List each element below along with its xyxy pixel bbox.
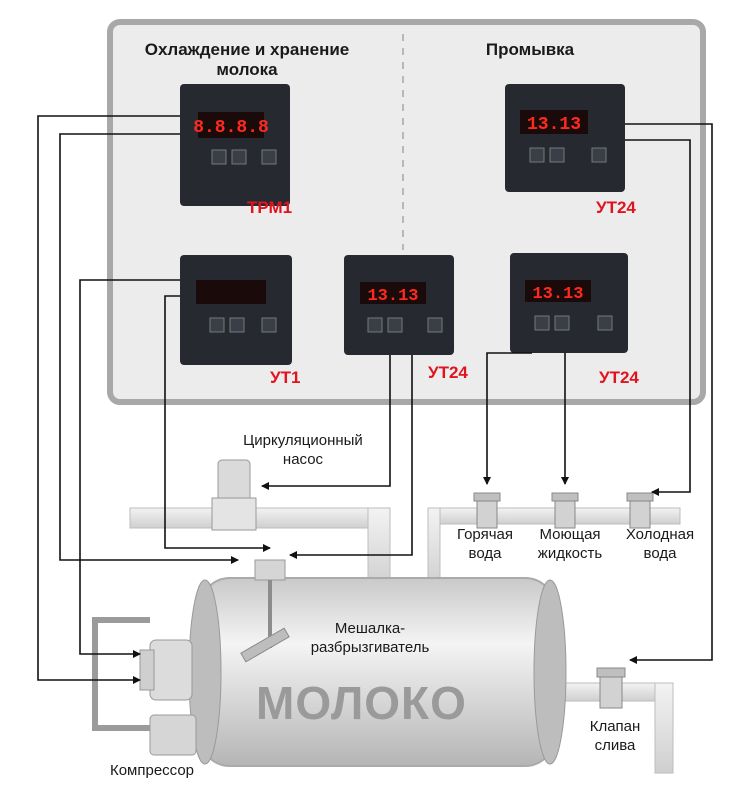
mixer-label-line1: Мешалка- [334,620,406,637]
ut24-right-display: 13.13 [532,285,583,304]
device-ut24-mid [344,255,454,355]
device-name-ut1: УТ1 [270,368,301,387]
device-ut24-right [510,253,628,353]
panel-title-cooling-line2: молока [216,60,278,79]
valve-wash-liquid [551,492,579,529]
device-trm1 [180,84,290,206]
wash-liquid-label-line1: Моющая [539,526,601,543]
ut24-mid-display: 13.13 [367,287,418,306]
device-ut1 [180,255,292,365]
milk-tank [188,577,567,767]
compressor-loop [92,617,200,731]
device-name-trm1: ТРМ1 [247,198,293,217]
drain-valve-label-line2: слива [594,737,636,754]
ut24-top-display: 13.13 [527,115,581,135]
tank-label: МОЛОКО [256,677,467,729]
panel-title-washing: Промывка [485,40,575,59]
cold-water-label-line2: вода [643,545,677,562]
valve-cold-water [626,492,654,529]
circulation-pump [211,459,257,531]
valve-hot-water [473,492,501,529]
wash-liquid-label-line2: жидкость [537,545,603,562]
device-name-ut24-right: УТ24 [599,368,639,387]
compressor-label: Компрессор [109,762,195,779]
drain-valve [596,667,626,709]
trm1-display: 8.8.8.8 [193,118,269,138]
compressor [139,639,197,756]
drain-valve-label-line1: Клапан [589,718,641,735]
cold-water-label-line1: Холодная [625,526,695,543]
pump-label-line2: насос [282,451,324,468]
mixer-sprinkler [240,559,290,663]
pump-label-line1: Циркуляционный [243,432,363,449]
device-name-ut24-top: УТ24 [596,198,636,217]
hot-water-label-line2: вода [468,545,502,562]
signal-wires [37,115,713,684]
hot-water-label-line1: Горячая [456,526,514,543]
device-ut24-top [505,84,625,192]
mixer-label-line2: разбрызгиватель [310,639,430,656]
panel-title-cooling-line1: Охлаждение и хранение [144,40,350,59]
device-name-ut24-mid: УТ24 [428,363,468,382]
